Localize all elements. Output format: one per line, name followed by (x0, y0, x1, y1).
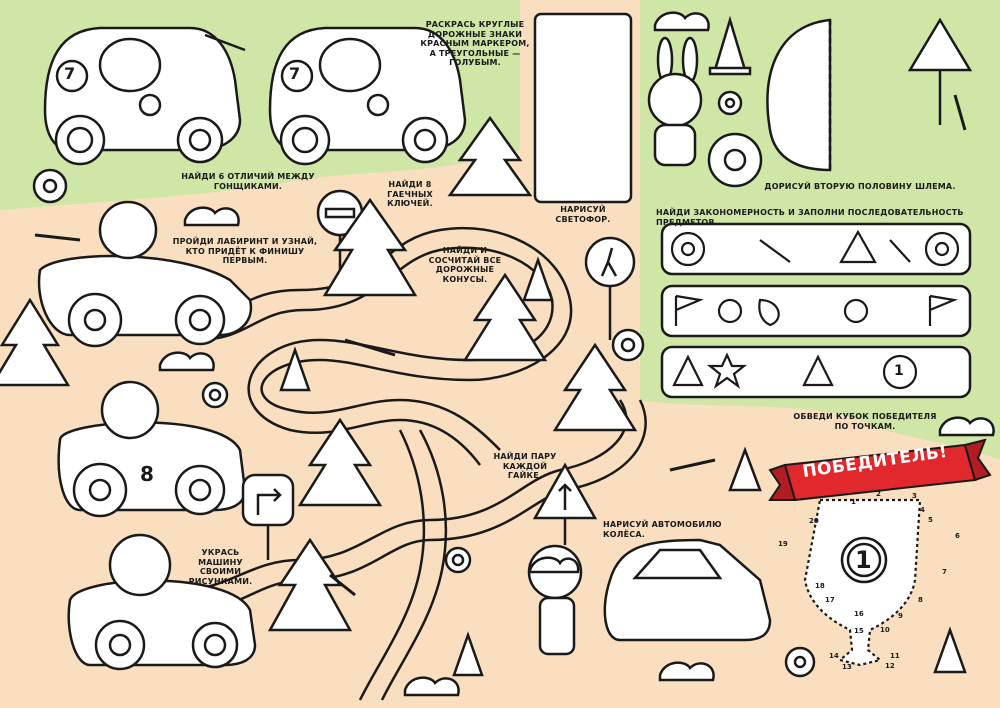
dot-number: 16 (854, 610, 864, 618)
turn-arrow-sign (241, 473, 295, 560)
dot-number: 18 (815, 582, 825, 590)
bush (158, 11, 995, 697)
gear-icon (32, 168, 68, 204)
task-trace-cup: Обведи кубок победителя по точкам. (793, 412, 937, 431)
dot-number: 8 (918, 596, 923, 604)
race-car-bunny (57, 380, 247, 518)
race-car-bear (67, 533, 257, 671)
pine-tree (0, 115, 638, 632)
winner-ribbon (768, 438, 992, 502)
wrench-icon (34, 94, 967, 597)
gear-icon (201, 90, 816, 678)
dot-number: 3 (912, 492, 917, 500)
car-number-label: 8 (140, 462, 154, 486)
race-car-cow (37, 200, 253, 348)
helmet-half (766, 18, 832, 172)
task-draw-traffic-light: Нарисуй светофор. (555, 205, 611, 224)
car-number-label: 7 (289, 64, 301, 83)
task-find-nut-pairs: Найди пару каждой гайке. (493, 452, 557, 481)
dot-number: 9 (898, 612, 903, 620)
pattern-items (670, 229, 960, 390)
up-arrow-sign (532, 462, 598, 545)
dot-number: 20 (809, 517, 819, 525)
dot-number: 19 (778, 540, 788, 548)
pattern-medal-number: 1 (894, 363, 904, 379)
task-count-cones: Найди и сосчитай все дорожные конусы. (428, 246, 502, 284)
pedestrian-sign (584, 236, 636, 340)
dot-number: 2 (876, 490, 881, 498)
task-color-signs: Раскрась круглые дорожные знаки красным … (420, 20, 530, 68)
car-number-label: 7 (64, 64, 76, 83)
dot-number: 5 (928, 516, 933, 524)
car-without-wheels (603, 538, 772, 642)
dot-number: 4 (920, 506, 925, 514)
dot-number: 17 (825, 596, 835, 604)
task-find-differences: Найди 6 отличий между гонщиками. (181, 172, 315, 191)
dot-number: 1 (851, 498, 856, 506)
dot-number: 10 (880, 626, 890, 634)
task-find-wrenches: Найди 8 гаечных ключей. (387, 180, 433, 209)
dot-number: 7 (942, 568, 947, 576)
racer-car-original (43, 26, 242, 166)
task-maze: Пройди лабиринт и узнай, кто придёт к фи… (172, 237, 318, 266)
traffic-cone (279, 15, 967, 677)
dot-number: 12 (885, 662, 895, 670)
dot-number: 15 (854, 627, 864, 635)
traffic-light-draw-box (533, 12, 633, 204)
bunny-mechanic (647, 36, 763, 188)
task-pattern: Найди закономерность и заполни последова… (656, 208, 964, 227)
wrench-icon (204, 33, 246, 52)
task-decorate-car: Укрась машину своими рисунками. (188, 548, 253, 586)
trophy-number: 1 (855, 546, 872, 574)
dot-number: 14 (829, 652, 839, 660)
trophy-medal (840, 536, 888, 584)
task-draw-wheels: Нарисуй автомобилю колёса. (603, 520, 722, 539)
dot-number: 11 (890, 652, 900, 660)
dot-number: 13 (842, 663, 852, 671)
dot-number: 6 (955, 532, 960, 540)
task-draw-helmet: Дорисуй вторую половину шлема. (764, 182, 956, 191)
warning-sign (907, 17, 973, 125)
racer-car-copy (268, 26, 467, 166)
